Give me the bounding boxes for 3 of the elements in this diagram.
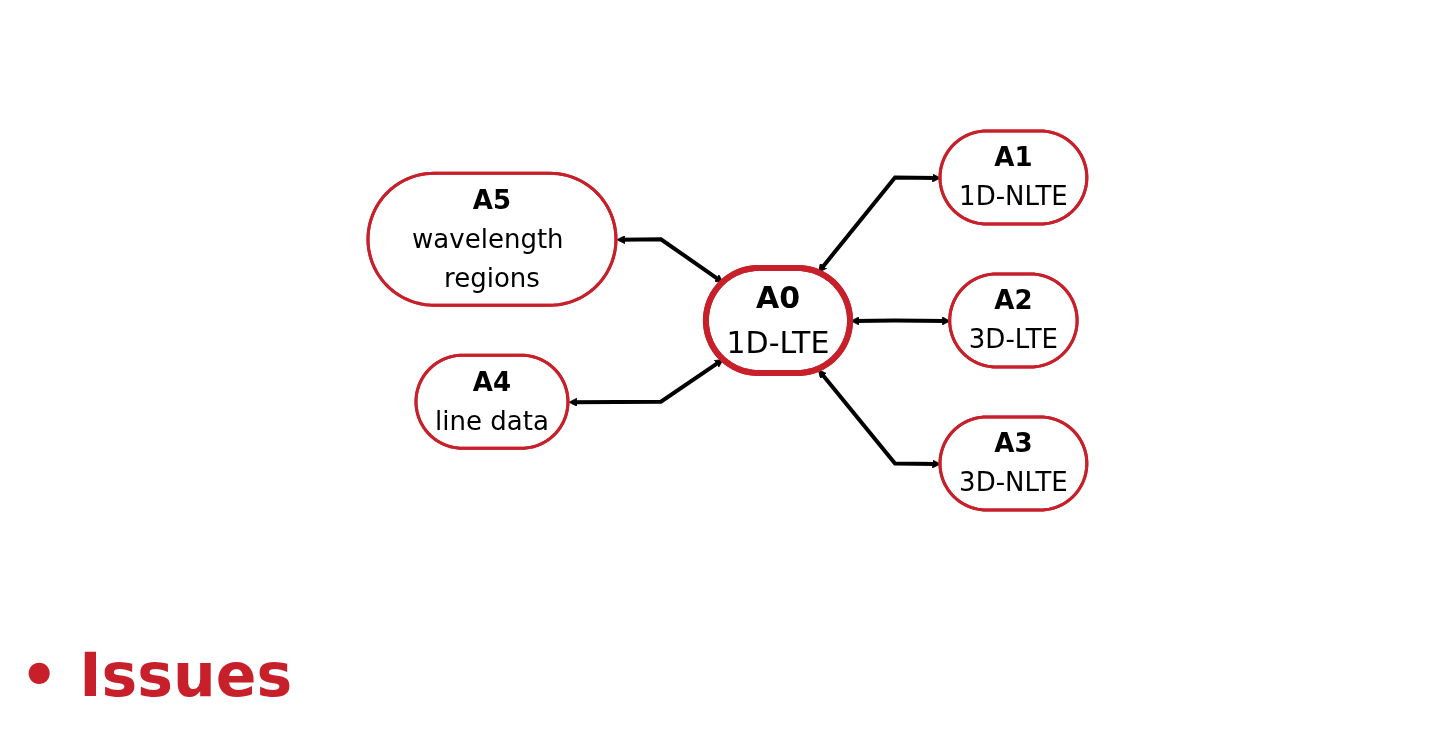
arrow [616, 234, 724, 283]
arrow [568, 358, 724, 407]
bullet-heading: • Issues [20, 640, 293, 710]
